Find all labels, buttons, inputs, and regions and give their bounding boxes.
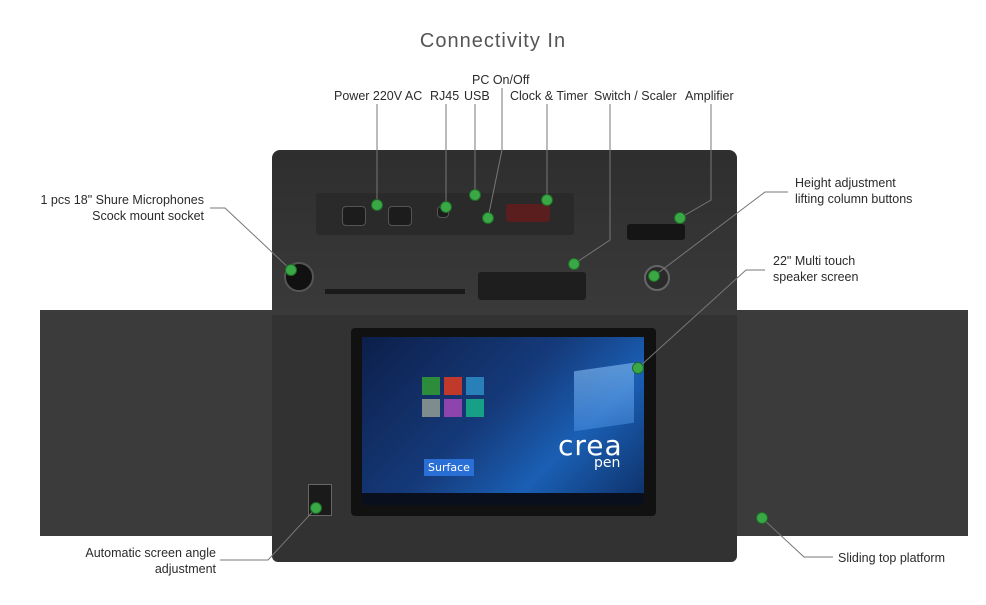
power-socket-2 (388, 206, 412, 226)
switch-scaler-panel (478, 272, 586, 300)
label-screen-line2: speaker screen (773, 270, 859, 284)
label-rj45: RJ45 (430, 89, 460, 103)
surface-tile: Surface (424, 459, 474, 476)
label-angle-line1: Automatic screen angle (85, 546, 216, 560)
label-clock: Clock & Timer (510, 89, 588, 103)
label-angle-line2: adjustment (154, 562, 216, 576)
label-switch: Switch / Scaler (594, 89, 677, 103)
marker-rj45 (440, 201, 452, 213)
tile-icon (466, 399, 484, 417)
leader-height (653, 191, 788, 277)
clock-timer-display (506, 204, 550, 222)
power-socket-1 (342, 206, 366, 226)
leader-mic (210, 207, 292, 271)
marker-switch (568, 258, 580, 270)
leader-switch (573, 104, 611, 265)
marker-usb (469, 189, 481, 201)
marker-angle (310, 502, 322, 514)
marker-screen (632, 362, 644, 374)
leader-angle (220, 507, 317, 561)
label-platform: Sliding top platform (838, 551, 946, 565)
tile-icon (444, 377, 462, 395)
tile-icon (466, 377, 484, 395)
marker-power (371, 199, 383, 211)
marker-mic (285, 264, 297, 276)
tile-icon (444, 399, 462, 417)
left-sliding-platform (40, 310, 273, 536)
leader-pc-onoff (487, 88, 503, 219)
label-mic-line1: 1 pcs 18" Shure Microphones (40, 193, 204, 207)
amplifier-panel (627, 224, 685, 240)
marker-pc-onoff (482, 212, 494, 224)
label-pc-onoff: PC On/Off (472, 73, 530, 87)
taskbar (362, 493, 644, 505)
leader-amplifier (679, 104, 712, 219)
label-usb: USB (464, 89, 490, 103)
label-screen-line1: 22" Multi touch (773, 254, 856, 268)
touch-screen-display: Surface crea pen (362, 337, 644, 505)
label-mic-line2: Scock mount socket (92, 209, 204, 223)
marker-amplifier (674, 212, 686, 224)
label-power: Power 220V AC (334, 89, 423, 103)
brand-logo-sub: pen (594, 455, 621, 471)
diagram-title: Connectivity In (419, 30, 567, 52)
leader-platform (761, 517, 833, 558)
marker-clock (541, 194, 553, 206)
marker-platform (756, 512, 768, 524)
label-height-line1: Height adjustment (795, 176, 896, 190)
right-sliding-platform (736, 310, 968, 536)
marker-height (648, 270, 660, 282)
panel-slot (325, 289, 465, 294)
tile-icon (422, 377, 440, 395)
label-amplifier: Amplifier (685, 89, 734, 103)
brand-logo-main: crea (558, 429, 623, 462)
tile-icon (422, 399, 440, 417)
label-height-line2: lifting column buttons (795, 192, 913, 206)
leader-screen (637, 269, 765, 369)
